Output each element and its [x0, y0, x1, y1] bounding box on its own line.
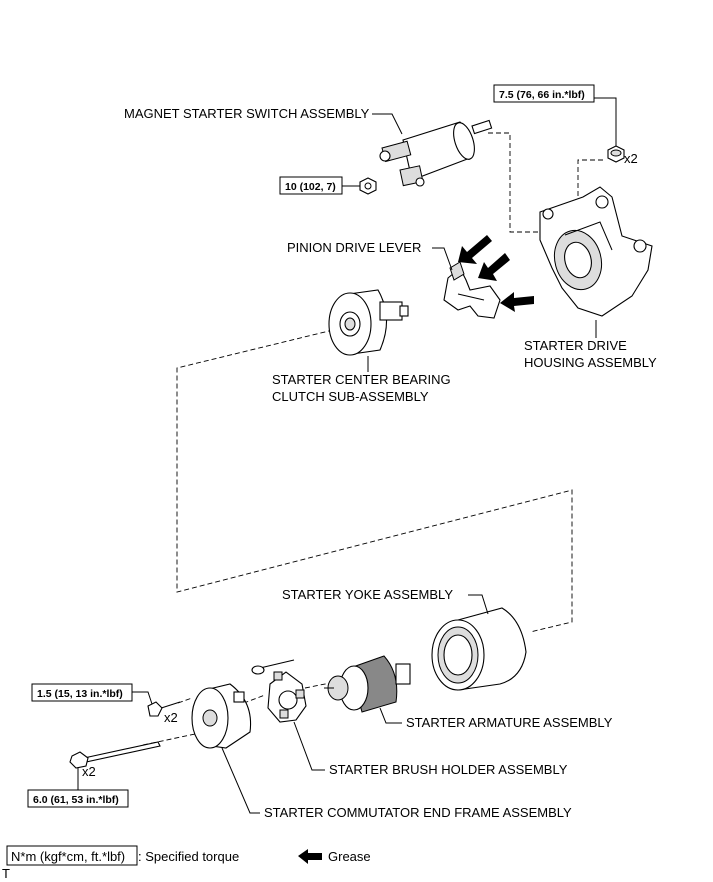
label-brush-holder: STARTER BRUSH HOLDER ASSEMBLY	[329, 762, 568, 777]
label-center-bearing-1: STARTER CENTER BEARING	[272, 372, 451, 387]
starter-drive-housing-part	[539, 186, 653, 317]
label-center-bearing-2: CLUTCH SUB-ASSEMBLY	[272, 389, 429, 404]
magnet-starter-switch-part	[379, 119, 493, 187]
housing-nut-part	[607, 145, 625, 163]
torque-box-4: 6.0 (61, 53 in.*lbf)	[27, 789, 129, 808]
brush-holder-part	[251, 659, 307, 723]
torque-box-2: 10 (102, 7)	[279, 176, 343, 195]
legend-torque-unit: N*m (kgf*cm, ft.*lbf)	[11, 849, 125, 864]
legend: N*m (kgf*cm, ft.*lbf) : Specified torque…	[6, 845, 371, 866]
label-yoke: STARTER YOKE ASSEMBLY	[282, 587, 453, 602]
center-bearing-clutch-part	[328, 289, 409, 356]
through-bolt-part	[69, 741, 161, 769]
torque-box-3: 1.5 (15, 13 in.*lbf)	[31, 683, 133, 702]
starter-yoke-part	[431, 607, 527, 691]
legend-torque-desc: : Specified torque	[138, 849, 239, 864]
torque-value-4: 6.0 (61, 53 in.*lbf)	[33, 794, 119, 806]
legend-grease-arrow	[298, 849, 322, 864]
grease-arrow-1	[458, 235, 492, 264]
starter-armature-part	[324, 655, 411, 713]
pinion-drive-lever-part	[443, 261, 501, 319]
end-frame-screw-part	[147, 701, 181, 717]
torque-value-2: 10 (102, 7)	[285, 181, 336, 193]
label-pinion-lever: PINION DRIVE LEVER	[287, 240, 421, 255]
label-drive-housing-2: HOUSING ASSEMBLY	[524, 355, 657, 370]
assembly-dashed-lines	[142, 132, 606, 746]
quantity-3: x2	[82, 764, 96, 779]
grease-arrow-2	[478, 253, 510, 281]
label-magnet-switch: MAGNET STARTER SWITCH ASSEMBLY	[124, 106, 370, 121]
commutator-end-frame-part	[191, 683, 252, 749]
leader-lines	[77, 97, 617, 814]
switch-nut-part	[359, 177, 377, 195]
grease-arrows	[458, 235, 534, 312]
quantity-2: x2	[164, 710, 178, 725]
legend-grease: Grease	[328, 849, 371, 864]
label-end-frame: STARTER COMMUTATOR END FRAME ASSEMBLY	[264, 805, 572, 820]
label-drive-housing-1: STARTER DRIVE	[524, 338, 627, 353]
torque-box-1: 7.5 (76, 66 in.*lbf)	[493, 84, 595, 103]
torque-value-1: 7.5 (76, 66 in.*lbf)	[499, 89, 585, 101]
grease-arrow-3	[500, 292, 534, 312]
corner-mark: T	[2, 866, 10, 881]
quantity-1: x2	[624, 151, 638, 166]
torque-value-3: 1.5 (15, 13 in.*lbf)	[37, 688, 123, 700]
label-armature: STARTER ARMATURE ASSEMBLY	[406, 715, 613, 730]
